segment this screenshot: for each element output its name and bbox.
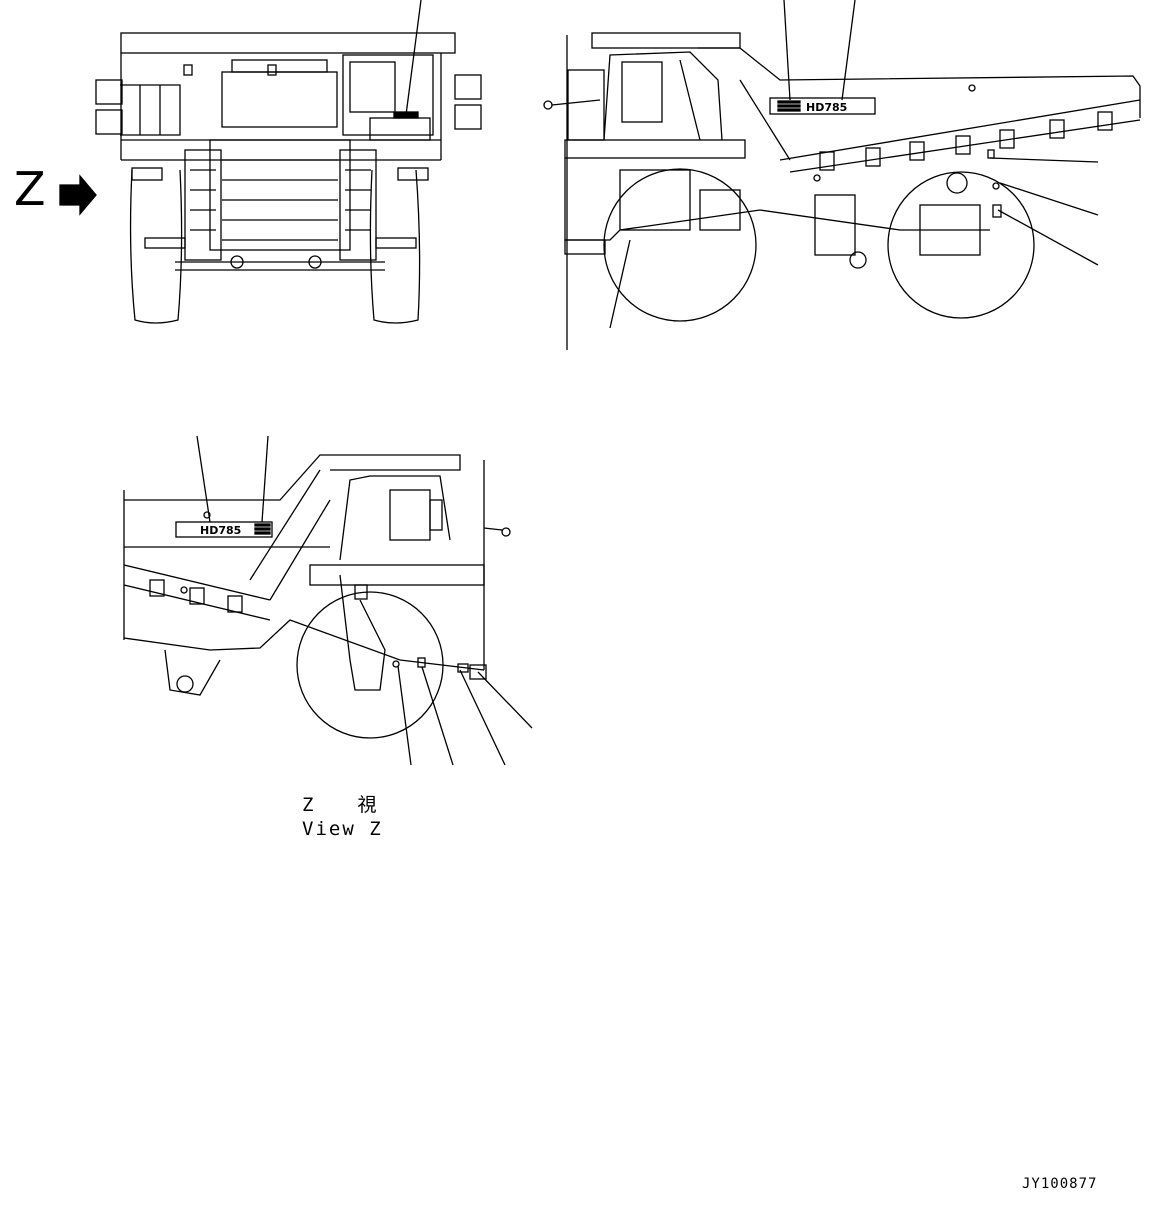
side-decal-text: HD785	[806, 101, 847, 114]
view-arrow-icon	[59, 174, 97, 216]
view-letter-label: Z	[14, 162, 46, 216]
view-caption-jp: Z 視	[302, 794, 379, 816]
side-view-truck: HD785	[543, 0, 1141, 350]
viewz-model-decal	[175, 521, 273, 538]
view-z-truck: HD785	[123, 435, 533, 766]
drawing-id: JY100877	[1022, 1176, 1098, 1192]
side-model-decal	[769, 97, 876, 115]
viewz-decal-text: HD785	[200, 524, 241, 537]
front-view-truck	[95, 0, 482, 324]
view-caption-en: View Z	[302, 818, 383, 840]
